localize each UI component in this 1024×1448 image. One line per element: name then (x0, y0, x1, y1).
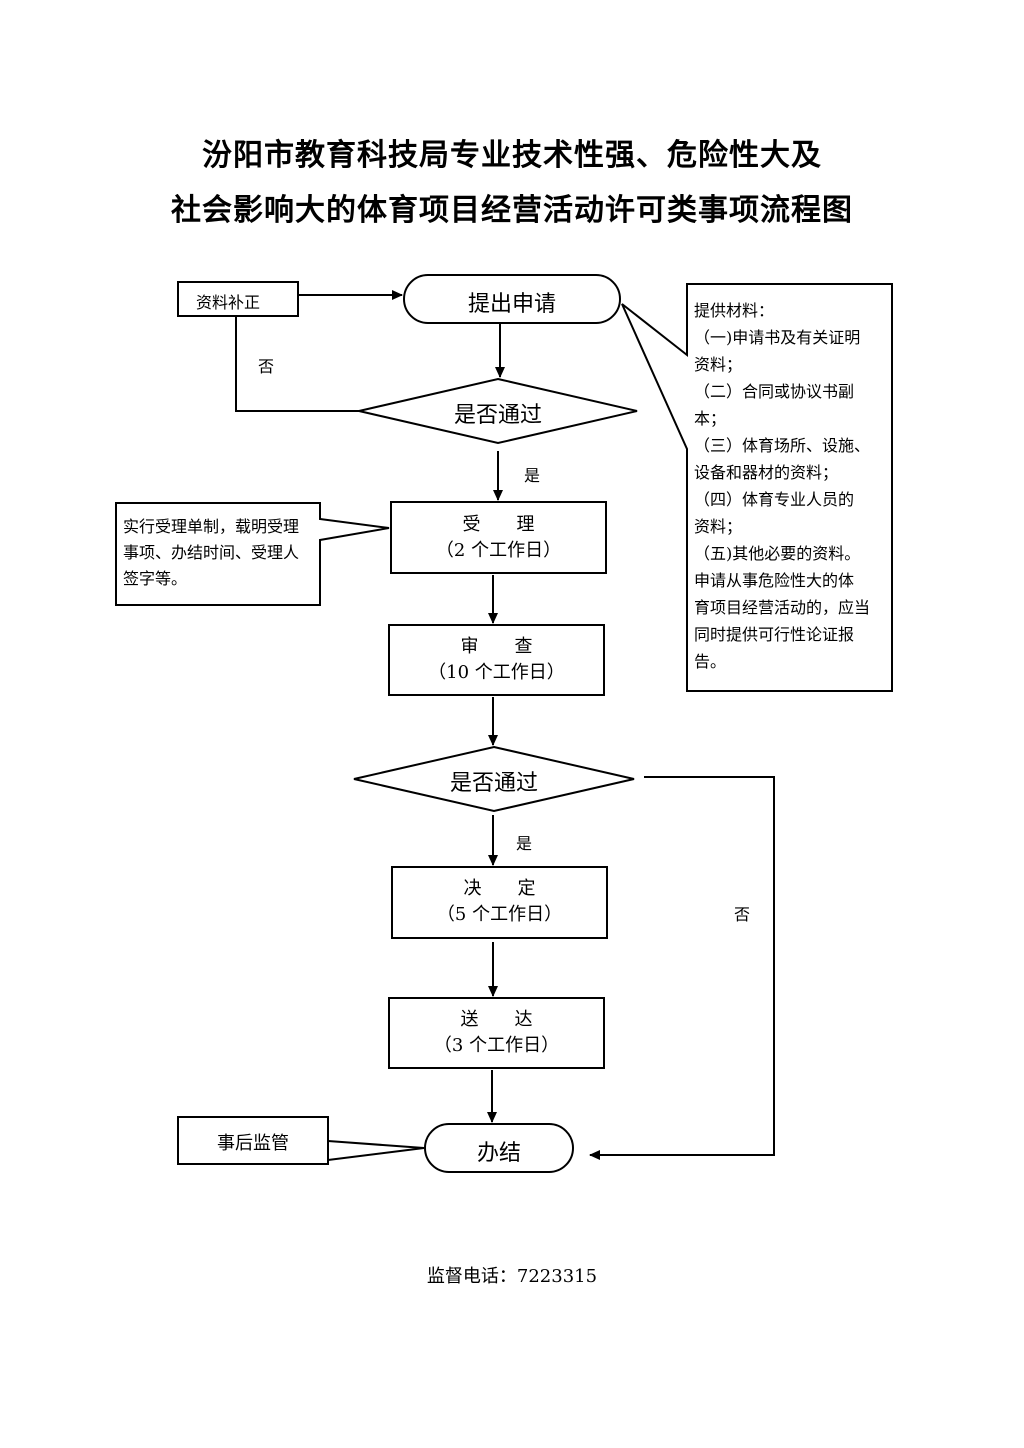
review-days: （10 个工作日） (428, 662, 565, 683)
supervise-connector (327, 1140, 425, 1161)
materials-line: （一)申请书及有关证明 (694, 328, 861, 347)
materials-line: 提供材料： (694, 301, 775, 320)
materials-line: 告。 (694, 652, 727, 671)
decide-days: （5 个工作日） (436, 904, 563, 925)
edge-label-no-2: 否 (734, 905, 751, 924)
materials-note-callout (621, 283, 893, 692)
supplement-label: 资料补正 (195, 293, 260, 312)
materials-line: （三）体育场所、设施、 (694, 436, 871, 455)
supervision-hotline: 监督电话：7223315 (426, 1266, 598, 1287)
materials-line: 同时提供可行性论证报 (694, 625, 855, 644)
arrow-check2-no-to-finish (589, 776, 775, 1160)
accept-note-line: 实行受理单制，载明受理 (123, 517, 300, 536)
accept-note-line: 事项、办结时间、受理人 (123, 543, 300, 562)
check1-label: 是否通过 (453, 403, 542, 428)
materials-line: （二）合同或协议书副 (694, 382, 855, 401)
check2-shape (353, 745, 635, 813)
deliver-node: 送 达 （3 个工作日） (389, 1007, 604, 1059)
materials-line: （五)其他必要的资料。 (694, 544, 861, 563)
deliver-title: 送 达 (460, 1009, 533, 1030)
apply-label: 提出申请 (467, 292, 556, 317)
review-node: 审 查 （10 个工作日） (389, 634, 604, 686)
finish-label: 办结 (476, 1141, 521, 1166)
supervise-label: 事后监管 (217, 1133, 289, 1154)
materials-note: 提供材料： （一)申请书及有关证明 资料； （二）合同或协议书副 本； （三）体… (694, 297, 888, 675)
title-line-2: 社会影响大的体育项目经营活动许可类事项流程图 (171, 193, 853, 228)
accept-note-line: 签字等。 (123, 569, 188, 588)
accept-shape (390, 501, 607, 574)
deliver-shape (388, 997, 605, 1069)
supervise-shape (177, 1116, 329, 1165)
edge-label-yes-1: 是 (524, 466, 541, 485)
review-shape (388, 624, 605, 696)
accept-note: 实行受理单制，载明受理 事项、办结时间、受理人 签字等。 (123, 514, 323, 592)
title-line-1: 汾阳市教育科技局专业技术性强、危险性大及 (202, 138, 822, 173)
deliver-days: （3 个工作日） (433, 1035, 560, 1056)
check1-shape (358, 377, 638, 445)
accept-title: 受 理 (462, 514, 535, 535)
materials-line: 申请从事危险性大的体 (694, 571, 855, 590)
supplement-shape (177, 281, 299, 317)
materials-line: 资料； (694, 355, 743, 374)
decide-title: 决 定 (463, 878, 536, 899)
review-title: 审 查 (460, 636, 533, 657)
accept-node: 受 理 （2 个工作日） (391, 512, 606, 564)
decide-shape (391, 866, 608, 939)
edge-label-no-1: 否 (258, 357, 275, 376)
materials-line: 资料； (694, 517, 743, 536)
line-check1-no-to-supplement (235, 316, 359, 412)
materials-line: 设备和器材的资料； (694, 463, 839, 482)
apply-shape (403, 274, 621, 324)
decide-node: 决 定 （5 个工作日） (392, 876, 607, 928)
materials-line: 本； (694, 409, 727, 428)
edge-label-yes-2: 是 (516, 834, 533, 853)
accept-note-callout (115, 502, 390, 606)
materials-line: （四）体育专业人员的 (694, 490, 855, 509)
materials-line: 育项目经营活动的，应当 (694, 598, 871, 617)
finish-shape (424, 1123, 574, 1173)
accept-days: （2 个工作日） (435, 540, 562, 561)
check2-label: 是否通过 (449, 771, 538, 796)
